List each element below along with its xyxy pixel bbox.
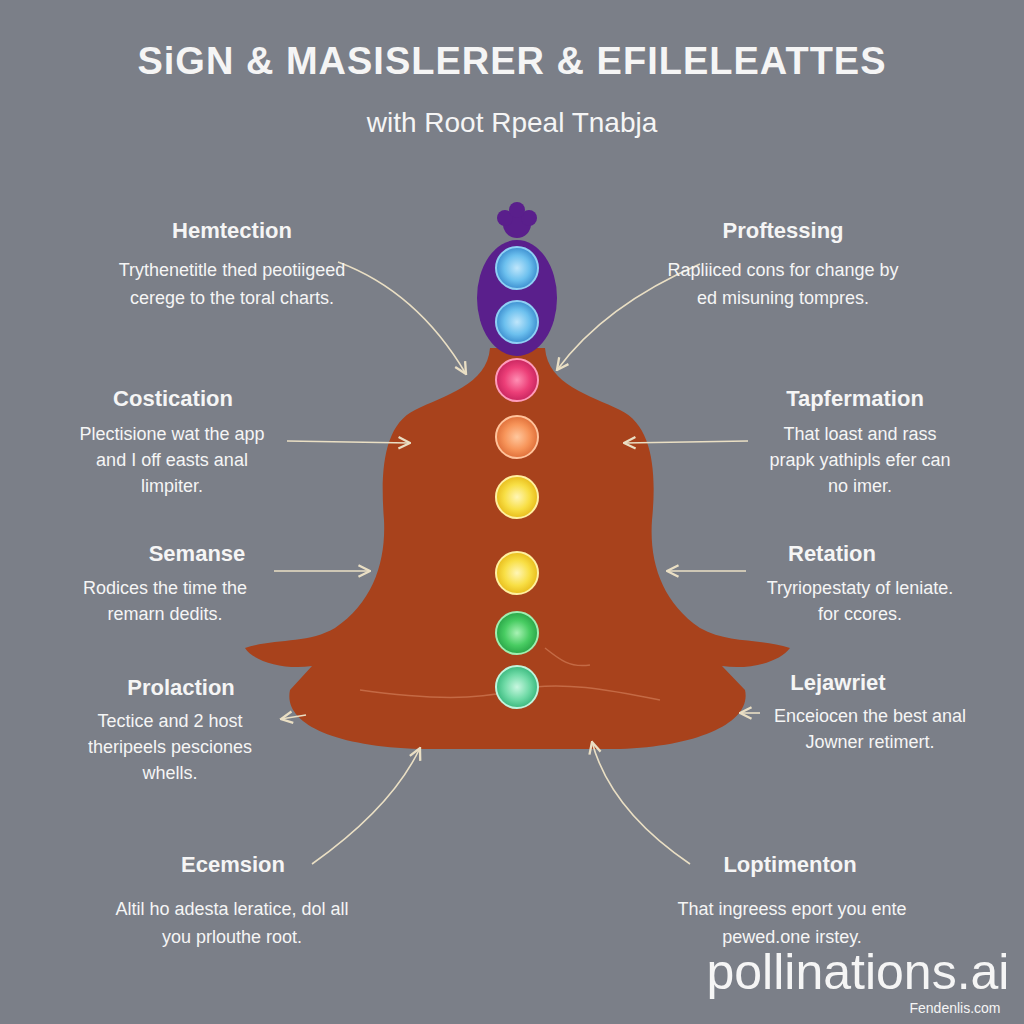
callout-heading: Tapfermation [755,385,955,413]
hair-bun [497,202,537,238]
callout-text: Tryriopestaty of leniate. for ccores. [765,575,955,627]
callout-text: That ingreess eport you ente pewed.one i… [667,895,917,951]
callout-heading: Semanse [107,540,287,568]
foot-line [545,648,590,666]
title: SiGN & MASISLERER & EFILELEATTES [137,38,886,84]
callout-heading: Ecemsion [123,851,343,879]
figure-body [245,348,790,749]
callout-text: Trythenetitle thed peotiigeed cerege to … [107,256,357,312]
watermark: Fendenlis.com [895,999,1015,1017]
subtitle: with Root Rpeal Tnabja [192,106,832,140]
leader-lines [274,262,760,864]
callout-text: Enceiocen the best anal Jowner retimert. [772,703,968,755]
callout-heading: Lejawriet [748,669,928,697]
callout-text: Plectisione wat the app and I off easts … [72,421,272,499]
callout-text: Rapliiced cons for change by ed misuning… [658,256,908,312]
callout-heading: Retation [742,540,922,568]
watermark: pollinations.ai [698,944,1018,1000]
callout-heading: Loptimenton [680,851,900,879]
callout-heading: Costication [73,385,273,413]
callout-text: Altil ho adesta leratice, dol all you pr… [107,895,357,951]
callout-heading: Prolaction [91,674,271,702]
callout-text: That loast and rass prapk yathipls efer … [760,421,960,499]
callout-heading: Proftessing [663,217,903,245]
callout-text: Rodices the time the remarn dedits. [70,575,260,627]
callout-heading: Hemtection [112,217,352,245]
callout-text: Tectice and 2 host theripeels pesciones … [70,708,270,786]
chakra-circles [496,247,538,708]
figure-head [477,240,557,356]
